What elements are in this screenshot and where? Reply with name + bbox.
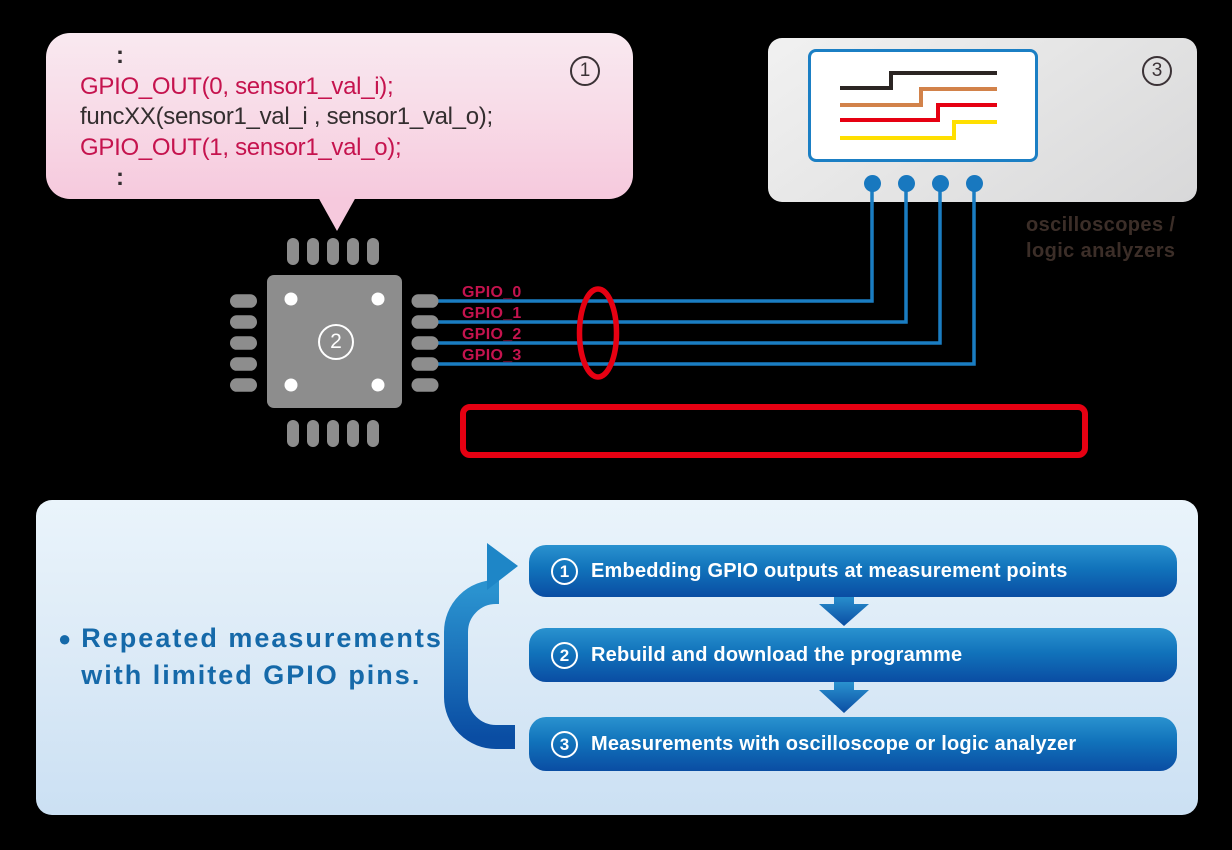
chip-pin <box>230 336 257 350</box>
waveform-trace-red <box>840 103 997 122</box>
scope-caption-line1: oscilloscopes / <box>1026 214 1176 236</box>
loop-arrow-arc <box>444 580 515 749</box>
chip-pin <box>411 357 439 371</box>
gpio-label-1: GPIO_1 <box>462 305 522 322</box>
workflow-step-2-number: 2 <box>551 641 578 669</box>
chip-pin <box>287 420 299 447</box>
red-highlight-box <box>460 404 1088 458</box>
waveform-trace-orange <box>840 87 997 107</box>
chip-pin <box>411 378 439 392</box>
gpio-label-0: GPIO_0 <box>462 284 522 301</box>
workflow-step-2: 2 Rebuild and download the programme <box>529 628 1177 682</box>
code-line-gpio-out-1: GPIO_OUT(1, sensor1_val_o); <box>80 133 402 161</box>
oscilloscope-body <box>768 38 1197 202</box>
chip-corner-mark <box>284 292 298 306</box>
wire-bundle-highlight-ellipse <box>576 286 620 380</box>
chip-pin <box>367 420 379 447</box>
workflow-step-3-label: Measurements with oscilloscope or logic … <box>591 732 1077 755</box>
chip-pin <box>230 357 257 371</box>
code-speech-bubble: : GPIO_OUT(0, sensor1_val_i); funcXX(sen… <box>46 33 633 199</box>
chip-corner-mark <box>371 378 385 392</box>
chip-pin <box>307 238 319 265</box>
workflow-step-3: 3 Measurements with oscilloscope or logi… <box>529 717 1177 771</box>
note-line-1: Repeated measurements <box>81 623 443 653</box>
code-line-funcxx: funcXX(sensor1_val_i , sensor1_val_o); <box>80 103 493 130</box>
code-line-gpio-out-0: GPIO_OUT(0, sensor1_val_i); <box>80 72 394 100</box>
probe-connector-dot <box>966 175 983 192</box>
chip-pin <box>230 294 257 308</box>
step-2-badge: 2 <box>318 324 354 360</box>
chip-pin <box>327 238 339 265</box>
chip-pin <box>411 315 439 329</box>
workflow-step-2-label: Rebuild and download the programme <box>591 643 963 666</box>
workflow-panel: ● Repeated measurements with limited GPI… <box>36 500 1198 815</box>
chip-pin <box>347 420 359 447</box>
scope-caption-line2: logic analyzers <box>1026 240 1176 262</box>
workflow-step-3-number: 3 <box>551 730 578 758</box>
workflow-step-1-number: 1 <box>551 557 578 585</box>
chip-pin <box>307 420 319 447</box>
chip-corner-mark <box>284 378 298 392</box>
probe-connector-dot <box>932 175 949 192</box>
chip-corner-mark <box>371 292 385 306</box>
waveform-trace-black <box>840 71 997 90</box>
chip-pin <box>230 378 257 392</box>
down-arrow-1 <box>819 595 869 626</box>
code-ellipsis-bottom: : <box>116 164 124 191</box>
scope-caption: oscilloscopes / logic analyzers <box>1026 212 1175 264</box>
speech-bubble-tail <box>318 197 356 231</box>
code-ellipsis-top: : <box>116 42 124 69</box>
gpio-label-3: GPIO_3 <box>462 347 522 364</box>
workflow-step-1-label: Embedding GPIO outputs at measurement po… <box>591 559 1068 582</box>
gpio-wire-1 <box>430 186 908 324</box>
bullet-dot-icon: ● <box>58 626 72 651</box>
step-1-badge: 1 <box>570 56 600 86</box>
probe-connector-dot <box>898 175 915 192</box>
chip-pin <box>367 238 379 265</box>
chip-pin <box>411 294 439 308</box>
chip-pin <box>411 336 439 350</box>
chip-pin <box>327 420 339 447</box>
down-arrow-2 <box>819 682 869 713</box>
probe-connector-dot <box>864 175 881 192</box>
note-text: ● Repeated measurements with limited GPI… <box>58 620 443 694</box>
waveform-chart <box>840 71 997 140</box>
oscilloscope-screen <box>808 49 1038 162</box>
chip-pin <box>230 315 257 329</box>
note-line-2: with limited GPIO pins. <box>81 660 422 690</box>
workflow-step-1: 1 Embedding GPIO outputs at measurement … <box>529 545 1177 597</box>
loop-arrow-head <box>487 543 518 590</box>
gpio-label-2: GPIO_2 <box>462 326 522 343</box>
chip-pin <box>347 238 359 265</box>
chip-pin <box>287 238 299 265</box>
waveform-trace-yellow <box>840 120 997 140</box>
step-3-badge: 3 <box>1142 56 1172 86</box>
